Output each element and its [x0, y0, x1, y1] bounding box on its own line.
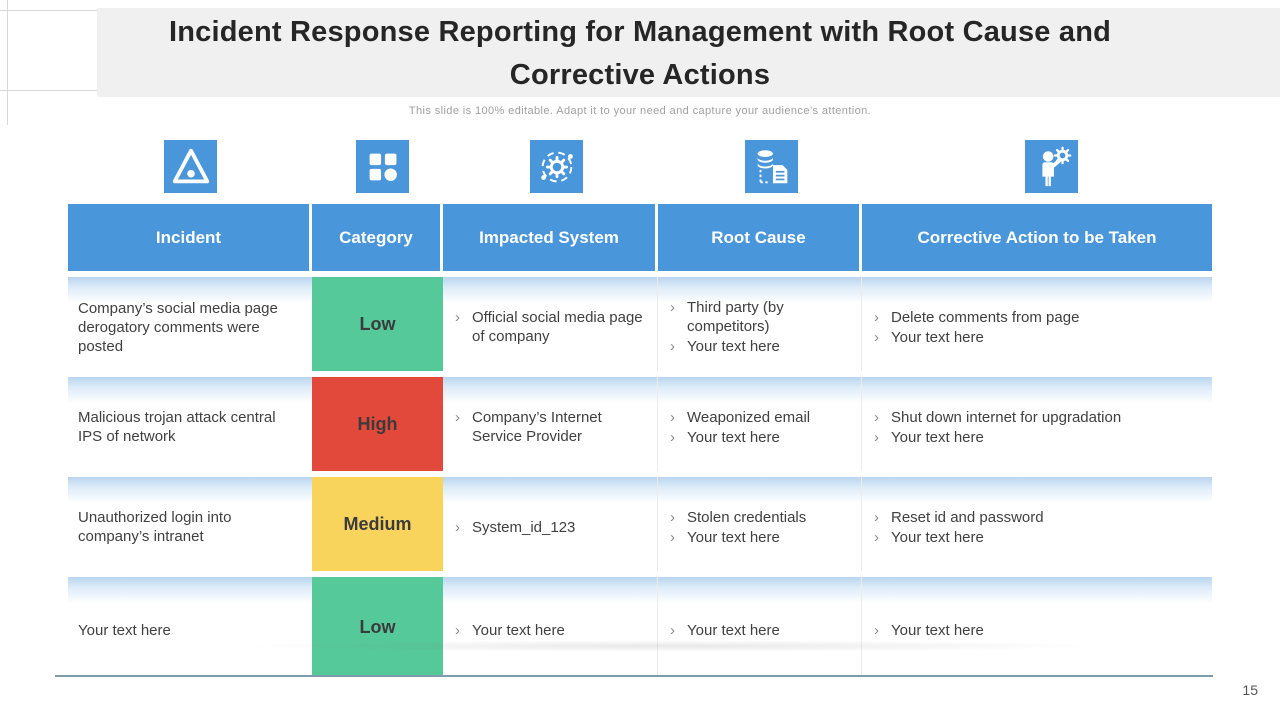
- bullet-marker: ›: [670, 528, 675, 546]
- root-cause-cell: › Your text here: [658, 577, 862, 677]
- bullet-marker: ›: [874, 428, 879, 446]
- table-soft-shadow: [240, 640, 1100, 652]
- page-number: 15: [1242, 682, 1258, 698]
- impacted-system-cell: › Company’s Internet Service Provider: [443, 377, 658, 471]
- category-badge: Medium: [312, 477, 443, 571]
- column-header-incident: Incident: [68, 204, 312, 271]
- bullet-text: Weaponized email: [687, 408, 811, 426]
- bullet-text: Shut down internet for upgradation: [891, 408, 1122, 426]
- bullet-marker: ›: [455, 518, 460, 536]
- bullet-marker: ›: [670, 428, 675, 446]
- decorative-horizontal-line-bottom: [0, 90, 97, 91]
- bullet-marker: ›: [874, 528, 879, 546]
- impacted-system-cell: › Official social media page of company: [443, 277, 658, 371]
- incident-cell: Unauthorized login into company’s intran…: [68, 477, 312, 571]
- bullet-text: Your text here: [891, 328, 984, 346]
- bullet-text: Official social media page of company: [472, 309, 643, 345]
- alert-triangle-icon: [164, 140, 217, 193]
- incident-cell: Company’s social media page derogatory c…: [68, 277, 312, 371]
- column-header-impacted-system: Impacted System: [443, 204, 658, 271]
- table-body: Company’s social media page derogatory c…: [68, 277, 1212, 677]
- bullet-text: Company’s Internet Service Provider: [472, 409, 602, 445]
- bullet-marker: ›: [455, 309, 460, 326]
- bullet-text: Stolen credentials: [687, 508, 807, 526]
- category-badge: Low: [312, 577, 443, 677]
- bullet-marker: ›: [670, 299, 675, 316]
- impacted-system-cell: › Your text here: [443, 577, 658, 677]
- slide-title-line1: Incident Response Reporting for Manageme…: [168, 16, 1112, 48]
- column-header-root-cause: Root Cause: [658, 204, 862, 271]
- incident-cell: Malicious trojan attack central IPS of n…: [68, 377, 312, 471]
- table-header-row: Incident Category Impacted System Root C…: [68, 204, 1212, 271]
- bullet-text: Your text here: [687, 621, 780, 639]
- category-badge: Low: [312, 277, 443, 371]
- bullet-text: Your text here: [891, 621, 984, 639]
- title-band: [97, 8, 1280, 97]
- table-row: Unauthorized login into company’s intran…: [68, 477, 1212, 571]
- bullet-text: Your text here: [891, 428, 984, 446]
- person-gear-icon: [1025, 140, 1078, 193]
- bullet-text: Your text here: [687, 528, 780, 546]
- decorative-horizontal-line-top: [0, 10, 97, 11]
- bullet-marker: ›: [874, 508, 879, 526]
- bullet-marker: ›: [670, 508, 675, 526]
- bullet-text: System_id_123: [472, 518, 576, 536]
- bullet-marker: ›: [455, 409, 460, 426]
- incident-cell: Your text here: [68, 577, 312, 677]
- table-row: Your text here Low › Your text here › Your…: [68, 577, 1212, 677]
- corrective-action-cell: › Shut down internet for upgradation › You…: [862, 377, 1212, 471]
- category-grid-icon: [356, 140, 409, 193]
- bullet-text: Your text here: [472, 621, 565, 639]
- column-header-category: Category: [312, 204, 443, 271]
- table-row: Company’s social media page derogatory c…: [68, 277, 1212, 371]
- bullet-marker: ›: [874, 308, 879, 326]
- bullet-text: Your text here: [891, 528, 984, 546]
- table-row: Malicious trojan attack central IPS of n…: [68, 377, 1212, 471]
- impacted-system-cell: › System_id_123: [443, 477, 658, 571]
- bullet-marker: ›: [874, 408, 879, 426]
- database-document-icon: [745, 140, 798, 193]
- category-badge: High: [312, 377, 443, 471]
- slide-subtitle: This slide is 100% editable. Adapt it to…: [408, 105, 872, 117]
- gear-orbit-icon: [530, 140, 583, 193]
- root-cause-cell: › Weaponized email › Your text here: [658, 377, 862, 471]
- bullet-marker: ›: [874, 621, 879, 639]
- slide-title: Incident Response Reporting for Manageme…: [0, 11, 1280, 97]
- bullet-text: Your text here: [687, 428, 780, 446]
- decorative-vertical-line: [7, 0, 8, 125]
- root-cause-cell: › Stolen credentials › Your text here: [658, 477, 862, 571]
- table-bottom-border: [55, 675, 1213, 677]
- bullet-marker: ›: [670, 621, 675, 639]
- bullet-text: Third party (by competitors): [687, 299, 784, 335]
- bullet-text: Reset id and password: [891, 508, 1044, 526]
- bullet-marker: ›: [670, 338, 675, 355]
- bullet-marker: ›: [874, 328, 879, 346]
- corrective-action-cell: › Reset id and password › Your text here: [862, 477, 1212, 571]
- bullet-marker: ›: [455, 621, 460, 639]
- bullet-text: Your text here: [687, 338, 780, 355]
- root-cause-cell: › Third party (by competitors) › Your text…: [658, 277, 862, 371]
- bullet-marker: ›: [670, 408, 675, 426]
- bullet-text: Delete comments from page: [891, 308, 1080, 326]
- corrective-action-cell: › Your text here: [862, 577, 1212, 677]
- slide-title-line2: Corrective Actions: [509, 59, 771, 91]
- corrective-action-cell: › Delete comments from page › Your text he…: [862, 277, 1212, 371]
- column-header-corrective-action: Corrective Action to be Taken: [862, 204, 1212, 271]
